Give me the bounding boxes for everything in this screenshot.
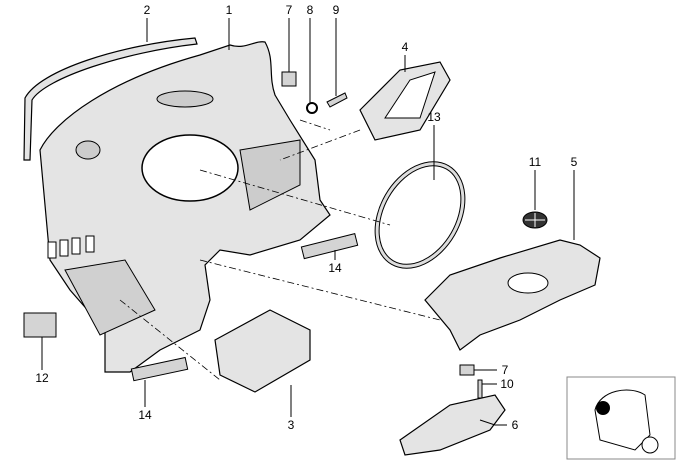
bracket-part (300, 233, 359, 260)
callout-14: 14 (328, 261, 342, 275)
screw-part (326, 92, 348, 108)
callout-4: 4 (401, 40, 409, 54)
callout-2: 2 (143, 3, 151, 17)
callout-11: 11 (528, 155, 542, 169)
callout-12: 12 (35, 371, 49, 385)
clip-nut-part (459, 364, 475, 376)
callout-3: 3 (287, 418, 295, 432)
switch-holder-part (23, 312, 57, 338)
callout-9: 9 (332, 3, 340, 17)
callout-7: 7 (285, 3, 293, 17)
callout-8: 8 (306, 3, 314, 17)
clip-nut-part (281, 71, 297, 87)
seal-strip-part (23, 37, 198, 161)
instrument-opening (141, 134, 239, 202)
callout-5: 5 (570, 155, 578, 169)
callout-1: 1 (225, 3, 233, 17)
callout-13: 13 (427, 110, 441, 124)
callout-10: 10 (500, 377, 514, 391)
cover-flap-part (214, 309, 311, 393)
callout-7: 7 (501, 363, 509, 377)
lower-cover-part (399, 394, 506, 456)
locator-thumbnail (566, 376, 676, 460)
tank-cover-part (424, 239, 601, 351)
bracket-part (130, 356, 189, 382)
callout-6: 6 (511, 418, 519, 432)
washer-part (306, 102, 318, 114)
callout-14: 14 (138, 408, 152, 422)
screw-part (477, 379, 483, 399)
